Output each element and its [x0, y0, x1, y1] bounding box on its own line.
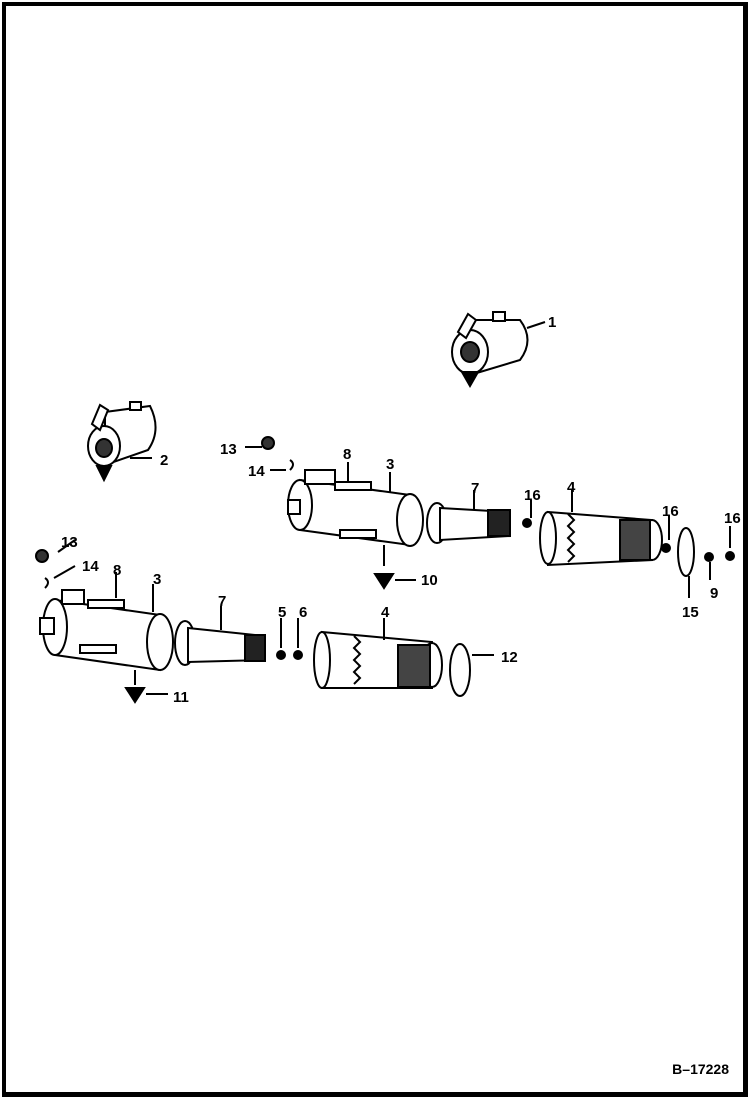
- callout-label: 13: [220, 441, 237, 458]
- callout-label: 4: [567, 479, 576, 496]
- callout-label: 16: [524, 487, 541, 504]
- callout-label: 7: [471, 480, 480, 497]
- callout-label: 3: [153, 571, 162, 588]
- callout-label: 8: [343, 446, 352, 463]
- callout-label: 4: [381, 604, 390, 621]
- air-cleaner-assembly-icon: [451, 311, 546, 389]
- air-cleaner-assembly-icon: [87, 401, 157, 483]
- callout-label: 2: [160, 452, 169, 469]
- callout-label: 11: [173, 689, 189, 706]
- callout-label: 16: [724, 510, 741, 527]
- callout-label: 1: [548, 314, 557, 331]
- lower-housing-assembly: [35, 539, 494, 704]
- callout-label: 5: [278, 604, 287, 621]
- callout-label: 14: [82, 558, 99, 575]
- callout-label: 10: [421, 572, 438, 589]
- callout-label: 13: [61, 534, 78, 551]
- callout-label: 9: [710, 585, 719, 602]
- callout-label: 6: [299, 604, 308, 621]
- callout-label: 15: [682, 604, 699, 621]
- callout-label: 12: [501, 649, 518, 666]
- callout-label: 16: [662, 503, 679, 520]
- callout-label: 8: [113, 562, 122, 579]
- callout-label: 3: [386, 456, 395, 473]
- callout-label: 7: [218, 593, 227, 610]
- callout-label: 14: [248, 463, 265, 480]
- upper-housing-assembly: [245, 436, 735, 598]
- figure-id: B–17228: [672, 1061, 729, 1077]
